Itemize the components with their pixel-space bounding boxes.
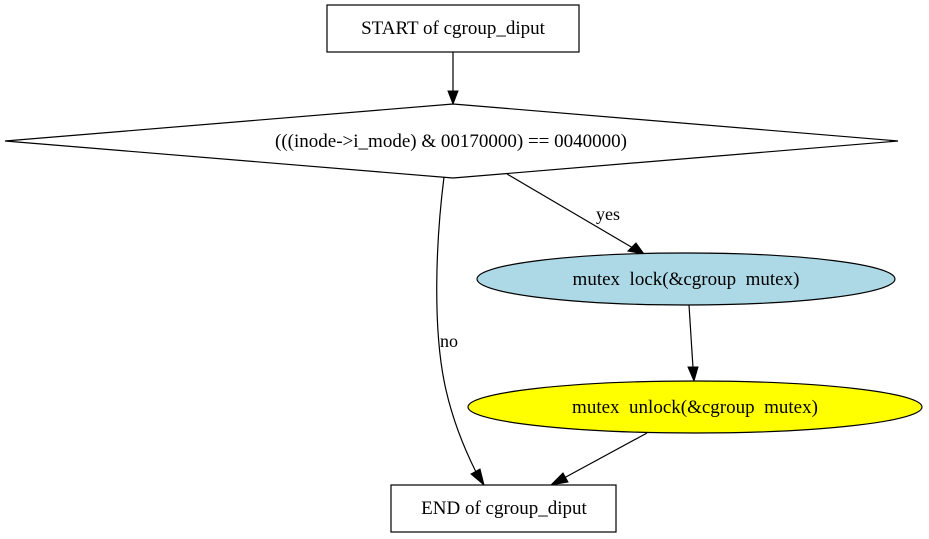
node-condition[interactable]: (((inode->i_mode) & 00170000) == 0040000… — [4, 103, 899, 179]
mutex-unlock-ellipse — [467, 380, 923, 434]
arrowhead-icon — [447, 90, 459, 106]
node-end-label: END of cgroup_diput — [421, 498, 587, 519]
edge-condition-to-end-no: no — [436, 176, 485, 487]
edge-label-no: no — [440, 331, 458, 351]
start-box — [326, 4, 580, 53]
edge-label-yes: yes — [596, 204, 620, 224]
node-end[interactable]: END of cgroup_diput — [390, 484, 617, 533]
node-condition-label: (((inode->i_mode) & 00170000) == 0040000… — [275, 131, 627, 152]
end-box — [390, 484, 617, 533]
arrowhead-icon — [687, 366, 699, 383]
edge-start-to-condition — [447, 52, 459, 106]
node-mutex-lock-label: mutex lock(&cgroup mutex) — [573, 269, 800, 290]
node-mutex-unlock[interactable]: mutex unlock(&cgroup mutex) — [467, 380, 923, 434]
edge-condition-to-lock-yes: yes — [506, 173, 646, 255]
node-start-label: START of cgroup_diput — [361, 18, 546, 39]
condition-diamond — [4, 103, 899, 179]
arrowhead-icon — [549, 472, 569, 486]
mutex-lock-ellipse — [476, 252, 896, 306]
edge-lock-to-unlock — [687, 304, 699, 383]
arrowhead-icon — [470, 468, 485, 487]
node-mutex-unlock-label: mutex unlock(&cgroup mutex) — [572, 397, 818, 418]
node-start[interactable]: START of cgroup_diput — [326, 4, 580, 53]
node-mutex-lock[interactable]: mutex lock(&cgroup mutex) — [476, 252, 896, 306]
edge-unlock-to-end — [549, 432, 648, 486]
arrowhead-icon — [626, 242, 646, 255]
